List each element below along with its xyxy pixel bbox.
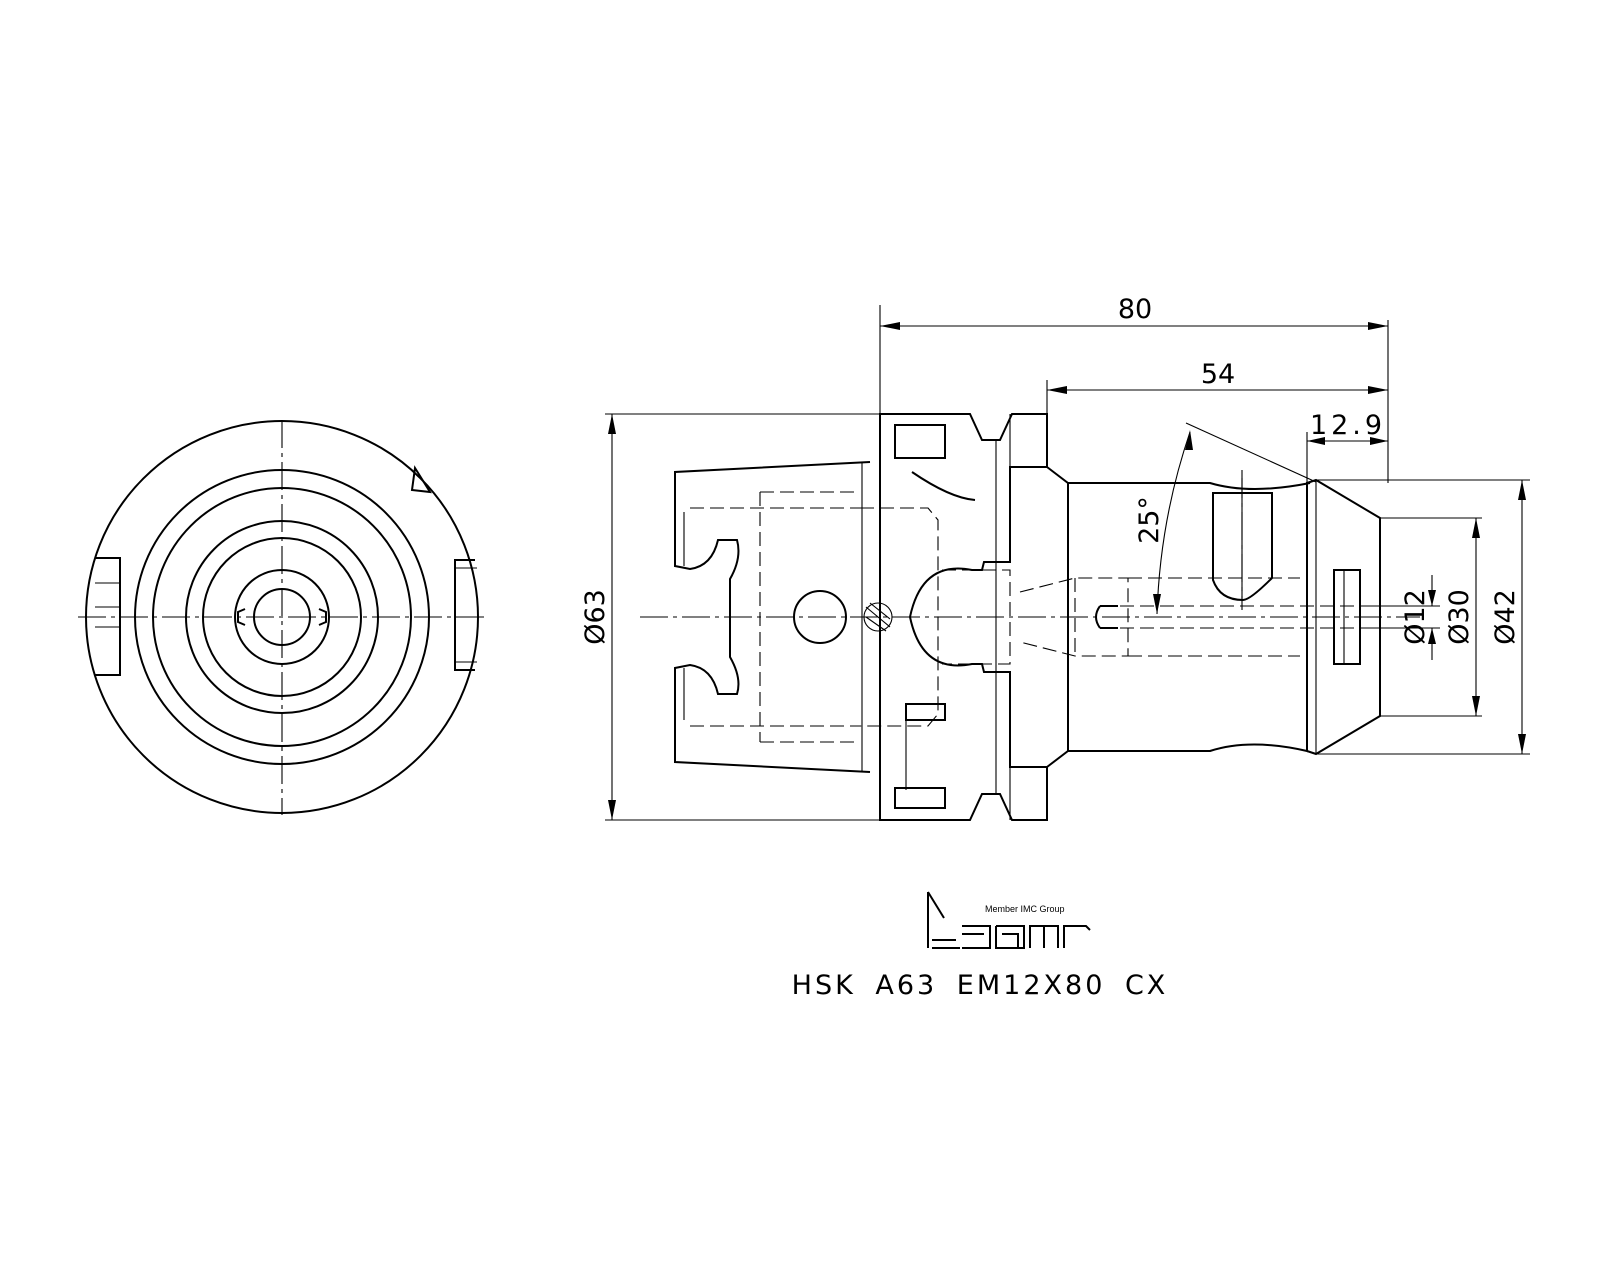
dimension-labels: 80 54 12.9 25° Ø63 Ø12 Ø30 Ø42 — [580, 294, 1521, 645]
end-view — [78, 420, 488, 815]
dim-body-diameter: Ø42 — [1490, 589, 1521, 645]
dim-overall-length: 80 — [1118, 294, 1152, 325]
logo-tagline: Member IMC Group — [985, 904, 1065, 914]
side-view — [640, 413, 1420, 821]
dim-shank-length: 54 — [1201, 359, 1235, 390]
part-code: HSK A63 EM12X80 CX — [791, 970, 1169, 1001]
dim-flange-diameter: Ø63 — [580, 589, 611, 645]
dimension-lines — [605, 305, 1530, 821]
iscar-logo: Member IMC Group — [927, 891, 1091, 949]
dim-nose-diameter: Ø30 — [1444, 589, 1475, 645]
dim-angle: 25° — [1134, 496, 1165, 544]
dim-nose-length: 12.9 — [1310, 410, 1386, 441]
dim-bore-diameter: Ø12 — [1400, 589, 1431, 645]
